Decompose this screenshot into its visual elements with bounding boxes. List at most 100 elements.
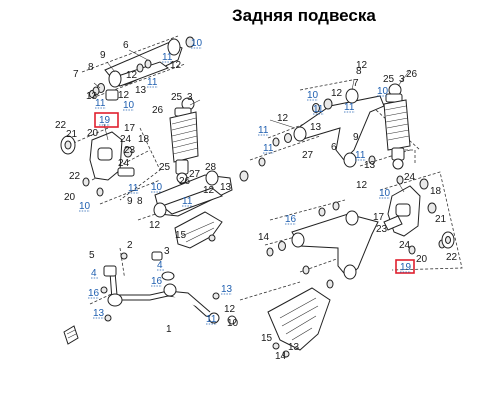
callout-c45: 16: [88, 288, 100, 299]
callout-c5: 11: [162, 52, 173, 63]
callout-c36: 9: [127, 196, 133, 207]
callout-c69: 11: [355, 150, 366, 161]
callout-c59: 11: [263, 143, 274, 154]
callout-c67: 12: [356, 60, 368, 71]
callout-c51: 13: [221, 284, 233, 295]
callout-c62: 11: [313, 104, 324, 115]
callout-c19: 17: [124, 123, 136, 134]
callout-c3: 8: [88, 62, 94, 73]
callout-c82: 21: [435, 214, 447, 225]
callout-c33: 20: [64, 192, 76, 203]
right-shock-absorber: [383, 83, 411, 170]
right-knuckle: [383, 175, 455, 255]
highlight-box-left: [94, 112, 119, 128]
callout-c89: 14: [275, 351, 287, 362]
callout-c76: 26: [406, 69, 418, 80]
callout-c55: 27: [302, 150, 314, 161]
callout-c20: 22: [55, 120, 67, 131]
callout-c64: 7: [353, 78, 359, 89]
callout-c48: 4: [157, 260, 163, 271]
callout-c77: 24: [404, 172, 416, 183]
callout-c23: 24: [120, 134, 132, 145]
callout-c84: 20: [416, 254, 428, 265]
callout-c58: 13: [310, 122, 322, 133]
stabilizer-bar: [100, 251, 237, 325]
left-shock-absorber: [169, 97, 199, 184]
callout-c34: 22: [69, 171, 81, 182]
callout-c32: 10: [151, 182, 163, 193]
callout-c63: 10: [307, 90, 319, 101]
callout-c75: 3: [399, 74, 405, 85]
callout-c11: 11: [147, 77, 158, 88]
left-lower-arm: [153, 170, 249, 249]
left-knuckle: [60, 131, 135, 197]
callout-c41: 13: [220, 182, 232, 193]
page-title: Задняя подвеска: [232, 6, 376, 25]
callout-c66: 10: [377, 86, 389, 97]
callout-c78: 18: [430, 186, 442, 197]
callout-c90: 13: [288, 342, 300, 353]
callout-c70: 13: [364, 160, 376, 171]
callout-c31: 11: [128, 183, 139, 194]
callout-c44: 4: [91, 268, 97, 279]
callout-c73: 10: [379, 188, 391, 199]
callout-c25: 24: [118, 158, 130, 169]
callout-c81: 24: [399, 240, 411, 251]
callout-c15: 25: [171, 92, 183, 103]
callout-c37: 8: [137, 196, 143, 207]
callout-c42: 2: [127, 240, 133, 251]
callout-c85: 19: [400, 262, 412, 273]
callout-labels: 6 10 8 9 11 12 7 11 13 12 11 13 12 10 25…: [55, 38, 458, 362]
callout-c4: 9: [100, 50, 106, 61]
callout-c72: 12: [356, 180, 368, 191]
skid-plate: [267, 287, 331, 358]
callout-c43: 5: [89, 250, 95, 261]
callout-c88: 15: [261, 333, 273, 344]
callout-c9: 13: [86, 91, 98, 102]
callout-c54: 10: [227, 318, 239, 329]
callout-c26: 18: [138, 134, 150, 145]
callout-c61: 12: [331, 88, 343, 99]
highlight-box-right: [395, 259, 415, 274]
callout-c80: 23: [376, 224, 388, 235]
callout-c8: 11: [95, 98, 106, 109]
callout-c27: 25: [159, 162, 171, 173]
callout-c49: 16: [151, 276, 163, 287]
callout-c68: 11: [344, 102, 355, 113]
callout-c13: 12: [118, 90, 130, 101]
callout-c21: 21: [66, 129, 78, 140]
callout-c47: 13: [93, 308, 105, 319]
callout-c52: 12: [224, 304, 236, 315]
callout-c74: 25: [383, 74, 395, 85]
callout-c28: 26: [179, 176, 191, 187]
upper-left-a-arm: [89, 36, 195, 101]
callout-c40: 12: [203, 185, 215, 196]
callout-c10: 12: [126, 70, 138, 81]
callout-c71: 9: [353, 132, 359, 143]
callout-c57: 12: [277, 113, 289, 124]
callout-c86: 16: [285, 214, 297, 225]
callout-c7: 7: [73, 69, 79, 80]
brand-mark-icon: [63, 325, 79, 345]
callout-c83: 22: [446, 252, 458, 263]
callout-c56: 11: [258, 125, 269, 136]
callout-c24: 23: [124, 145, 136, 156]
callout-c50: 3: [164, 246, 170, 257]
callout-c91: 15: [175, 230, 187, 241]
callout-c17: 26: [152, 105, 164, 116]
callout-c87: 14: [258, 232, 270, 243]
callout-c38: 12: [149, 220, 161, 231]
callout-c29: 28: [205, 162, 217, 173]
callout-c2: 10: [191, 38, 203, 49]
callout-c6: 12: [170, 60, 182, 71]
callout-c60: 6: [331, 142, 337, 153]
callout-c53: 11: [206, 314, 217, 325]
right-lower-a-arm: [266, 201, 379, 289]
callout-c14: 10: [123, 100, 135, 111]
callout-c1: 6: [123, 40, 129, 51]
callout-c79: 17: [373, 212, 385, 223]
callout-c30: 27: [189, 169, 201, 180]
callout-c35: 10: [79, 201, 91, 212]
callout-c65: 8: [356, 66, 362, 77]
